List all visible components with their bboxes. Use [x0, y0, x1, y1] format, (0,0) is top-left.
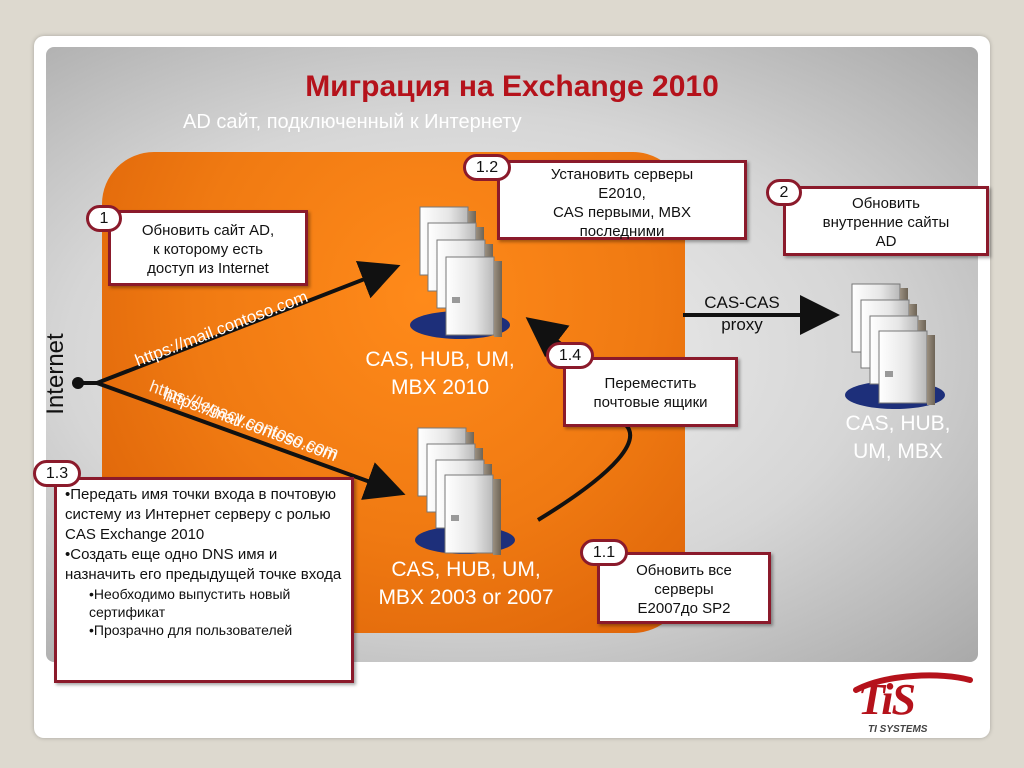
step-1-4-line: почтовые ящики: [593, 394, 708, 411]
step-1-2-badge: 1.2: [463, 154, 511, 181]
step-1-3-bullet: •Передать имя точки входа в почтовую сис…: [65, 486, 337, 543]
step-2-line: Обновить: [852, 195, 920, 212]
arrow-to-legacy: [96, 381, 406, 500]
step-1-1-line: серверы: [654, 581, 714, 598]
caption-internal: CAS, HUB, UM, MBX: [818, 410, 978, 466]
step-1-line: к которому есть: [153, 241, 263, 258]
step-1-4-box: Переместить почтовые ящики: [563, 357, 738, 427]
proxy-label: CAS-CAS proxy: [690, 292, 794, 336]
step-1-4-line: Переместить: [604, 375, 697, 392]
proxy-label-line1: CAS-CAS: [704, 293, 780, 312]
caption-e2010-line2: MBX 2010: [390, 376, 490, 399]
step-1-badge: 1: [86, 205, 122, 232]
internet-node: [72, 377, 84, 389]
step-2-line: AD: [875, 233, 897, 250]
caption-internal-line2: UM, MBX: [853, 440, 943, 463]
tis-logo-tagline: TI SYSTEMS: [868, 724, 928, 735]
step-1-2-box: Установить серверы E2010, CAS первыми, M…: [497, 160, 747, 240]
tis-logo-mark: [853, 672, 973, 693]
step-1-3-sub-bullet: •Прозрачно для пользователей: [89, 622, 293, 638]
step-1-3-bullet: •Создать еще одно DNS имя и назначить ег…: [65, 546, 342, 583]
tis-logo: TiS TI SYSTEMS: [846, 668, 976, 738]
step-2-line: внутренние сайты: [822, 214, 950, 231]
step-1-3-badge: 1.3: [33, 460, 81, 487]
arrow-to-e2010: [96, 260, 401, 385]
tis-logo-text: TiS: [858, 675, 916, 724]
step-1-3-box: •Передать имя точки входа в почтовую сис…: [54, 477, 354, 683]
slide-title: Миграция на Exchange 2010: [305, 70, 719, 103]
step-1-2-line: Установить серверы: [550, 166, 694, 183]
caption-legacy: CAS, HUB, UM, MBX 2003 or 2007: [350, 556, 582, 612]
caption-legacy-line1: CAS, HUB, UM,: [391, 558, 541, 581]
internet-label: Internet: [42, 333, 69, 415]
step-1-2-line: CAS первыми, MBX: [552, 204, 692, 221]
slide-subtitle: AD сайт, подключенный к Интернету: [183, 111, 522, 133]
move-mailboxes-arrow: [525, 317, 570, 358]
proxy-label-line2: proxy: [721, 315, 763, 334]
step-2-box: Обновить внутренние сайты AD: [783, 186, 989, 256]
server-stack-e2010: [410, 206, 510, 339]
step-1-1-box: Обновить все серверы E2007до SP2: [597, 552, 771, 624]
caption-e2010-line1: CAS, HUB, UM,: [365, 348, 515, 371]
step-1-line: Обновить сайт AD,: [141, 222, 275, 239]
caption-e2010: CAS, HUB, UM, MBX 2010: [340, 346, 540, 402]
step-1-box: Обновить сайт AD, к которому есть доступ…: [108, 210, 308, 286]
step-1-2-line: E2010,: [598, 185, 646, 202]
step-1-1-line: E2007до SP2: [637, 600, 731, 617]
step-1-1-line: Обновить все: [636, 562, 732, 579]
step-1-line: доступ из Internet: [147, 260, 269, 277]
step-1-1-badge: 1.1: [580, 539, 628, 566]
caption-internal-line1: CAS, HUB,: [845, 412, 951, 435]
step-2-badge: 2: [766, 179, 802, 206]
caption-legacy-line2: MBX 2003 or 2007: [378, 586, 554, 609]
step-1-2-line: последними: [579, 223, 665, 240]
step-1-3-sub-bullet: •Необходимо выпустить новый сертификат: [89, 586, 291, 620]
server-stack-legacy: [415, 427, 515, 555]
move-mailboxes-curve: [536, 423, 632, 522]
step-1-4-badge: 1.4: [546, 342, 594, 369]
server-stack-internal: [845, 283, 945, 409]
